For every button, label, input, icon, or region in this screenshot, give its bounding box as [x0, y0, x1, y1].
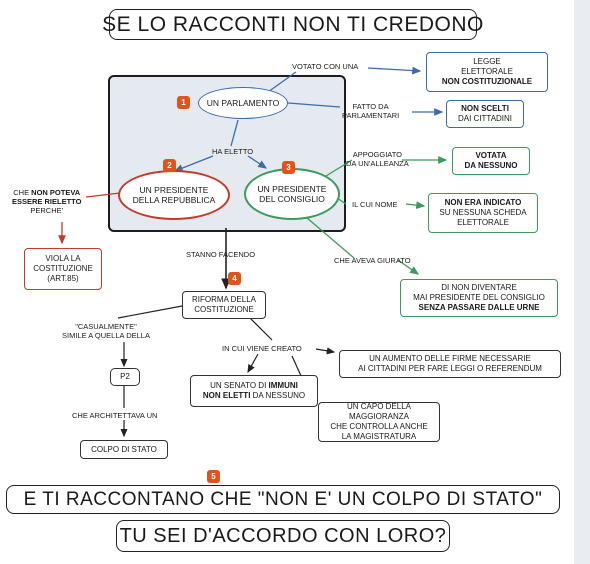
- badge-1: 1: [177, 96, 190, 109]
- label-stanno-facendo: STANNO FACENDO: [186, 250, 256, 259]
- label-giurato: CHE AVEVA GIURATO: [334, 256, 411, 265]
- badge-3: 3: [282, 161, 295, 174]
- label-in-cui-viene-creato: IN CUI VIENE CREATO: [222, 344, 302, 353]
- label-il-cui-nome: IL CUI NOME: [352, 200, 398, 209]
- badge-5: 5: [207, 470, 220, 483]
- page-title: SE LO RACCONTI NON TI CREDONO: [102, 9, 483, 40]
- node-p2: P2: [110, 368, 140, 386]
- subtitle-accordo: TU SEI D'ACCORDO CON LORO?: [116, 520, 450, 552]
- badge-2: 2: [163, 159, 176, 172]
- label-non-poteva: CHE NON POTEVA ESSERE RIELETTO PERCHE': [12, 188, 82, 215]
- node-colpo-di-stato: COLPO DI STATO: [80, 440, 168, 459]
- label-ha-eletto: HA ELETTO: [212, 147, 254, 156]
- badge-4: 4: [228, 272, 241, 285]
- label-votato: VOTATO CON UNA: [292, 62, 359, 71]
- side-scrollbar: [574, 0, 590, 564]
- subtitle-colpo: E TI RACCONTANO CHE "NON E' UN COLPO DI …: [6, 485, 560, 514]
- label-casualmente: "CASUALMENTE"SIMILE A QUELLA DELLA: [62, 322, 150, 340]
- label-architettava: CHE ARCHITETTAVA UN: [72, 411, 158, 420]
- node-parlamento: UN PARLAMENTO: [198, 87, 288, 119]
- node-senato: UN SENATO DI IMMUNI NON ELETTI DA NESSUN…: [190, 375, 318, 407]
